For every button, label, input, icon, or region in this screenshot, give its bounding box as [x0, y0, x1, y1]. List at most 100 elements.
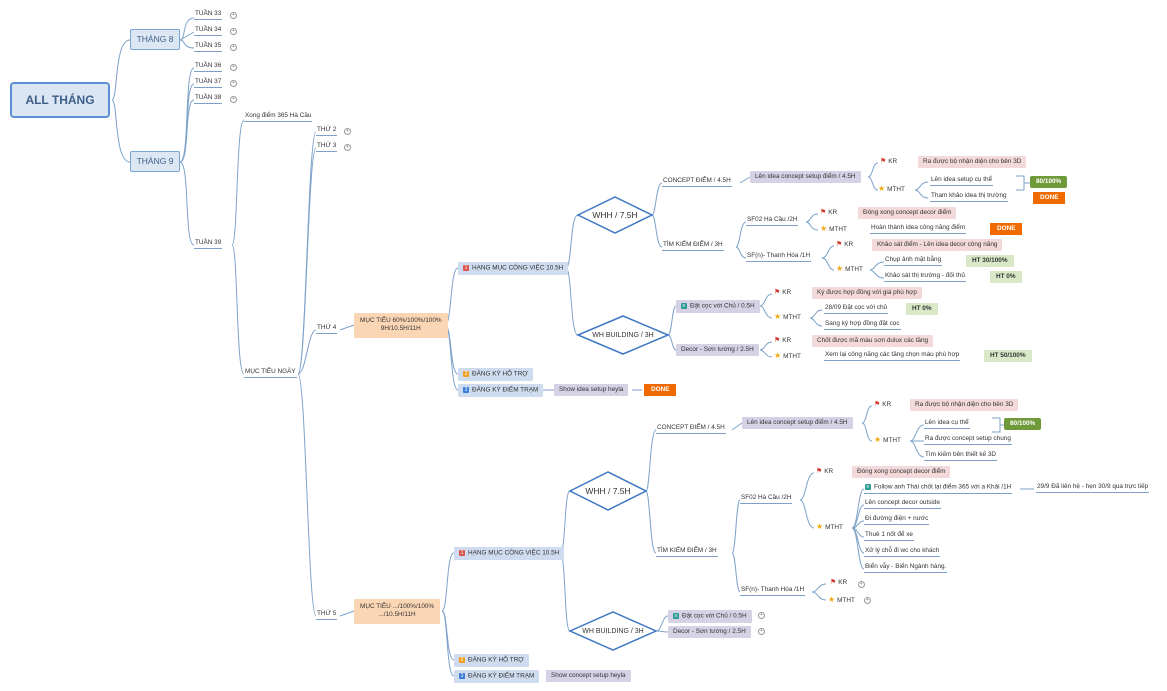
t5-tim-kiem-ben[interactable]: Tìm kiếm bên thiết kế 3D [924, 451, 998, 462]
day-t3-node[interactable]: THỨ 3 [316, 142, 338, 153]
t4-kr1-node[interactable]: ⚑KR [880, 158, 897, 165]
t4-chup-anh[interactable]: Chụp ảnh mặt bằng [884, 256, 943, 267]
t5-concept-node[interactable]: CONCEPT ĐIỂM / 4.5H [656, 424, 726, 435]
t5-ra-duoc[interactable]: Ra được concept setup chung [924, 435, 1012, 446]
t5-follow[interactable]: ≡Follow anh Thái chốt lại điểm 365 với a… [864, 484, 1013, 495]
day-t2-node[interactable]: THỨ 2 [316, 126, 338, 137]
t5-mtht1-node[interactable]: ★MTHT [874, 436, 901, 444]
t4-tim-kiem-node[interactable]: TÌM KIẾM ĐIỂM / 3H [662, 241, 724, 252]
t4-mtht2-node[interactable]: ★MTHT [820, 225, 847, 233]
t5-sfn-node[interactable]: SF(n)- Thanh Hóa /1H [740, 586, 806, 597]
day-t4-node[interactable]: THỨ 4 [316, 324, 338, 335]
dkdt-label: ĐĂNG KÝ ĐIỂM TRẠM [472, 386, 539, 394]
t4-kr4-node[interactable]: ⚑KR [774, 289, 791, 296]
t5-kr1-node[interactable]: ⚑KR [874, 401, 891, 408]
t4-mtht5-node[interactable]: ★MTHT [774, 352, 801, 360]
t5-kr2-item[interactable]: Đóng xong concept decor điểm [852, 466, 951, 479]
t5-decor-node[interactable]: Decor - Sơn tường / 2.5H [668, 626, 751, 639]
t5-len-idea-node[interactable]: Lên idea concept setup điểm / 4.5H [742, 417, 853, 430]
t4-kr2-node[interactable]: ⚑KR [820, 209, 837, 216]
t4-kr5-item[interactable]: Chốt được mã màu sơn dulux các tầng [812, 335, 934, 348]
week-37-node[interactable]: TUẦN 37 [194, 78, 223, 89]
t5-len-idea-cu-the[interactable]: Lên idea cụ thể [924, 419, 970, 430]
expand-plus-icon[interactable]: + [864, 597, 871, 604]
xong-diem-node[interactable]: Xong điểm 365 Hà Cầu [244, 112, 313, 123]
muc-tieu-ngay-node[interactable]: MỤC TIÊU NGÀY [244, 368, 297, 379]
t4-dat-coc-2809[interactable]: 28/09 Đặt cọc với chủ [824, 304, 889, 315]
expand-plus-icon[interactable]: + [230, 64, 237, 71]
t4-kr1-item[interactable]: Ra được bộ nhận diện cho bên 3D [918, 156, 1027, 169]
t4-kr2-item[interactable]: Đóng xong concept decor điểm [858, 207, 957, 220]
month-8-node[interactable]: THÁNG 8 [130, 29, 180, 50]
t4-dat-coc-node[interactable]: ≡Đặt cọc với Chủ / 0.5H [676, 300, 760, 314]
expand-plus-icon[interactable]: + [758, 628, 765, 635]
t5-follow-note[interactable]: 29/9 Đã liên hệ - hẹn 30/9 qua trực tiếp [1036, 483, 1150, 494]
expand-plus-icon[interactable]: + [230, 44, 237, 51]
expand-plus-icon[interactable]: + [230, 12, 237, 19]
t4-hoan-thanh[interactable]: Hoàn thành idea công năng điểm [870, 224, 967, 235]
t4-tham-khao[interactable]: Tham khảo idea thị trường [930, 192, 1008, 203]
week-33-node[interactable]: TUẦN 33 [194, 10, 223, 21]
t5-item-3[interactable]: Thuê 1 nốt để xe [864, 531, 914, 542]
t5-item-5[interactable]: Biển vẫy - Biển Ngành hàng. [864, 563, 948, 574]
expand-plus-icon[interactable]: + [230, 80, 237, 87]
t4-sfn-node[interactable]: SF(n)- Thanh Hóa /1H [746, 252, 812, 263]
t5-dat-coc-node[interactable]: ≡Đặt cọc với Chủ / 0.5H [668, 610, 752, 624]
t4-len-idea-node[interactable]: Lên idea concept setup điểm / 4.5H [750, 171, 861, 184]
t5-kr3-node[interactable]: ⚑KR [830, 579, 847, 586]
week-38-node[interactable]: TUẦN 38 [194, 94, 223, 105]
flag-icon: ⚑ [830, 579, 837, 586]
t5-wh-building-label[interactable]: WH BUILDING / 3H [582, 627, 644, 635]
expand-plus-icon[interactable]: + [344, 128, 351, 135]
t4-len-idea-cu-the[interactable]: Lên idea setup cụ thể [930, 176, 994, 187]
t5-mtht2-node[interactable]: ★MTHT [816, 523, 843, 531]
t4-kr3-item[interactable]: Khảo sát điểm - Lên idea decor công năng [872, 239, 1003, 252]
expand-plus-icon[interactable]: + [344, 144, 351, 151]
t4-wh-building-label[interactable]: WH BUILDING / 3H [592, 331, 654, 339]
expand-plus-icon[interactable]: + [858, 581, 865, 588]
t5-kr1-item[interactable]: Ra được bộ nhận diện cho bên 3D [910, 399, 1019, 412]
t4-mtht1-node[interactable]: ★MTHT [878, 185, 905, 193]
t4-sf02-node[interactable]: SF02 Hà Cầu /2H [746, 216, 799, 227]
t5-sf02-node[interactable]: SF02 Hà Cầu /2H [740, 494, 793, 505]
t4-mtht4-node[interactable]: ★MTHT [774, 313, 801, 321]
expand-plus-icon[interactable]: + [230, 28, 237, 35]
t5-kr2-node[interactable]: ⚑KR [816, 468, 833, 475]
t5-item-2[interactable]: Đi đường điện + nước [864, 515, 930, 526]
expand-plus-icon[interactable]: + [758, 612, 765, 619]
t5-show-concept[interactable]: Show concept setup heyla [546, 670, 631, 683]
t4-decor-node[interactable]: Decor - Sơn tường / 2.5H [676, 344, 759, 357]
t5-tim-kiem-node[interactable]: TÌM KIẾM ĐIỂM / 3H [656, 547, 718, 558]
week-34-node[interactable]: TUẦN 34 [194, 26, 223, 37]
t4-sang-ky[interactable]: Sang ký hợp đồng đặt cọc [824, 320, 901, 331]
t4-xem-lai[interactable]: Xem lại công năng các tầng chọn màu phù … [824, 351, 961, 362]
t5-item-1[interactable]: Lên concept decor outside [864, 499, 941, 510]
t4-kr4-item[interactable]: Ký được hợp đồng với giá phù hợp [812, 287, 922, 300]
expand-plus-icon[interactable]: + [230, 96, 237, 103]
t4-kr3-node[interactable]: ⚑KR [836, 241, 853, 248]
t5-mtht3-node[interactable]: ★MTHT [828, 596, 855, 604]
t4-khao-sat[interactable]: Khảo sát thị trường - đối thủ [884, 272, 966, 283]
week-35-node[interactable]: TUẦN 35 [194, 42, 223, 53]
t5-muc-tieu-node[interactable]: MỤC TIÊU .../100%/100% .../10.5H/11H [354, 599, 441, 624]
t4-show-idea[interactable]: Show idea setup heyla [554, 384, 629, 397]
t4-whh-label[interactable]: WHH / 7.5H [592, 210, 638, 220]
day-t5-node[interactable]: THỨ 5 [316, 610, 338, 621]
t5-item-4[interactable]: Xử lý chỗ đi wc cho khách [864, 547, 941, 558]
t4-concept-node[interactable]: CONCEPT ĐIỂM / 4.5H [662, 177, 732, 188]
t4-mtht3-node[interactable]: ★MTHT [836, 265, 863, 273]
week-36-node[interactable]: TUẦN 36 [194, 62, 223, 73]
root-node[interactable]: ALL THÁNG [10, 82, 110, 118]
t4-muc-tieu-node[interactable]: MỤC TIÊU 60%/100%/100% 9H/10.5H/11H [354, 313, 448, 338]
t5-whh-label[interactable]: WHH / 7.5H [585, 486, 631, 496]
week-39-node[interactable]: TUẦN 39 [194, 239, 223, 250]
month-9-node[interactable]: THÁNG 9 [130, 151, 180, 172]
t4-kr5-node[interactable]: ⚑KR [774, 337, 791, 344]
priority-3-icon: 3 [463, 387, 469, 393]
